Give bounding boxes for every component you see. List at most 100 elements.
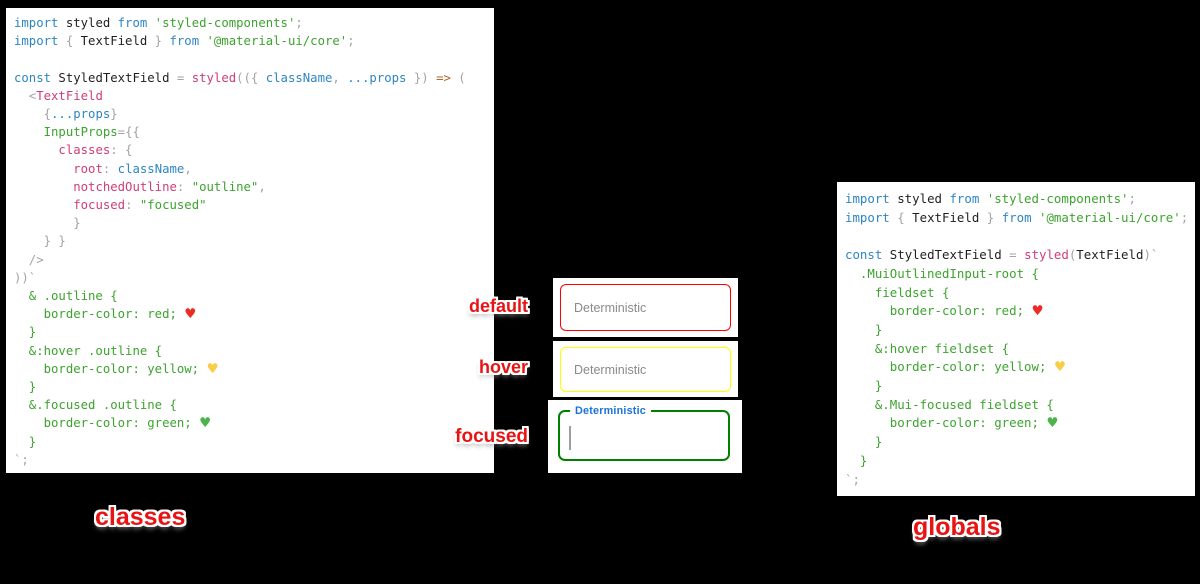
code-token: & .outline {: [14, 289, 118, 304]
code-token: styled: [889, 191, 950, 206]
code-token: }): [406, 70, 437, 85]
code-line: border-color: green; ♥: [14, 414, 494, 432]
code-token: '@material-ui/core': [1031, 209, 1181, 225]
code-line: InputProps={{: [14, 123, 494, 141]
code-token: [14, 143, 58, 157]
textfield-focused-card: Deterministic: [548, 400, 742, 473]
code-token: }: [845, 378, 883, 394]
code-token: "focused": [139, 198, 207, 213]
code-token: StyledTextField: [882, 247, 1010, 263]
code-token: notchedOutline: [73, 179, 177, 194]
code-token: [14, 198, 73, 212]
code-token: TextField: [80, 34, 148, 49]
textfield-hover-placeholder: Deterministic: [574, 362, 647, 377]
globals-code-block: import styled from 'styled-components';i…: [845, 190, 1195, 489]
code-line: &.Mui-focused fieldset {: [845, 396, 1195, 415]
code-line: fieldset {: [845, 284, 1195, 303]
code-token: `;: [14, 452, 29, 467]
code-line: border-color: red; ♥: [845, 302, 1195, 321]
code-token: }: [845, 321, 883, 337]
code-token: :: [176, 179, 192, 194]
code-token: }: [14, 434, 37, 449]
code-line: }: [14, 378, 494, 396]
code-token: (: [450, 70, 466, 85]
heart-icon: ♥: [1046, 415, 1059, 432]
code-token: className: [265, 70, 333, 85]
code-token: }: [845, 434, 883, 450]
code-token: &.Mui-focused fieldset {: [845, 396, 1054, 412]
textfield-default-placeholder: Deterministic: [574, 300, 647, 315]
code-token: .MuiOutlinedInput-root {: [845, 265, 1039, 281]
code-token: &:hover fieldset {: [845, 340, 1010, 356]
classes-code-block: import styled from 'styled-components';i…: [14, 14, 494, 469]
code-token: ,: [184, 161, 192, 176]
textfield-focused-input[interactable]: Deterministic: [558, 405, 730, 461]
code-token: }: [14, 216, 81, 231]
code-token: ,: [258, 179, 266, 194]
code-token: }: [979, 209, 1002, 225]
code-line: <TextField: [14, 87, 494, 105]
code-line: notchedOutline: "outline",: [14, 178, 494, 196]
code-token: InputProps: [43, 125, 118, 140]
code-token: border-color: yellow;: [845, 359, 1054, 375]
code-token: root: [73, 161, 103, 176]
code-token: [14, 180, 73, 194]
code-token: ;: [1128, 191, 1136, 206]
code-token: import: [14, 34, 59, 49]
code-token: from: [1001, 209, 1032, 225]
code-token: const: [14, 70, 52, 85]
code-line: `;: [845, 471, 1195, 490]
code-line: {...props}: [14, 105, 494, 123]
label-hover-state: hover: [478, 357, 528, 377]
code-token: from: [117, 16, 148, 30]
code-line: ))`: [14, 269, 494, 287]
code-line: border-color: yellow; ♥: [845, 358, 1195, 377]
code-token: {: [889, 209, 913, 225]
code-line: `;: [14, 451, 494, 469]
code-token: =>: [436, 70, 451, 85]
code-token: }: [14, 380, 37, 395]
code-token: from: [169, 34, 200, 49]
code-token: 'styled-components': [147, 16, 296, 30]
code-token: styled: [58, 16, 118, 30]
code-line: import { TextField } from '@material-ui/…: [845, 209, 1195, 228]
code-token: <: [14, 88, 37, 103]
code-token: styled: [191, 70, 237, 85]
code-line: border-color: green; ♥: [845, 414, 1195, 433]
code-token: ;: [295, 16, 303, 30]
classes-code-panel: import styled from 'styled-components';i…: [6, 8, 494, 473]
code-token: border-color: green;: [845, 415, 1047, 431]
text-cursor: [569, 426, 571, 450]
code-token: border-color: green;: [14, 416, 200, 431]
code-token: StyledTextField: [51, 70, 177, 85]
code-line: }: [14, 433, 494, 451]
code-token: (: [1068, 247, 1077, 263]
code-line: import styled from 'styled-components';: [14, 14, 494, 32]
code-line: }: [14, 214, 494, 232]
textfield-default-input[interactable]: Deterministic: [560, 284, 731, 331]
code-line: }: [845, 321, 1195, 340]
code-line: import { TextField } from '@material-ui/…: [14, 32, 494, 50]
code-line: focused: "focused": [14, 196, 494, 214]
code-line: classes: {: [14, 141, 494, 159]
code-token: {: [58, 34, 81, 49]
code-token: ;: [1180, 209, 1189, 225]
heart-icon: ♥: [184, 306, 197, 323]
code-token: }: [845, 452, 868, 468]
textfield-default-card: Deterministic: [553, 278, 738, 337]
code-token: import: [14, 16, 59, 30]
code-line: root: className,: [14, 160, 494, 178]
textfield-hover-input[interactable]: Deterministic: [560, 347, 731, 392]
code-token: )`: [1143, 247, 1159, 263]
code-line: />: [14, 251, 494, 269]
code-token: }: [147, 34, 170, 49]
code-token: styled: [1024, 247, 1069, 263]
code-token: ;: [347, 34, 355, 49]
code-token: ...props: [347, 70, 407, 85]
label-globals-approach: globals: [913, 513, 1001, 541]
code-token: :: [102, 161, 118, 176]
label-default-state: default: [468, 296, 528, 316]
code-token: className: [117, 161, 185, 176]
code-line: const StyledTextField = styled(({ classN…: [14, 69, 494, 87]
heart-icon: ♥: [206, 360, 219, 377]
